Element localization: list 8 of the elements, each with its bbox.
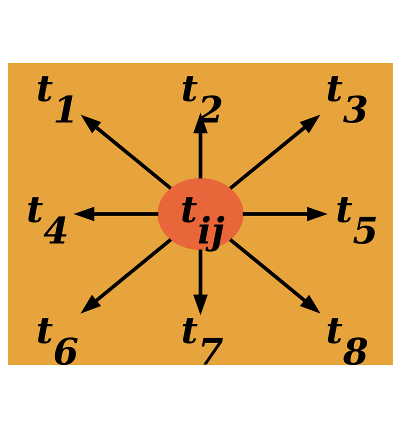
arrow — [74, 206, 158, 221]
arrow — [193, 249, 208, 315]
arrow — [80, 114, 172, 190]
arrow — [80, 238, 172, 314]
arrow — [229, 238, 321, 314]
arrow — [229, 114, 320, 190]
arrow — [242, 206, 328, 221]
arrow — [193, 112, 208, 178]
